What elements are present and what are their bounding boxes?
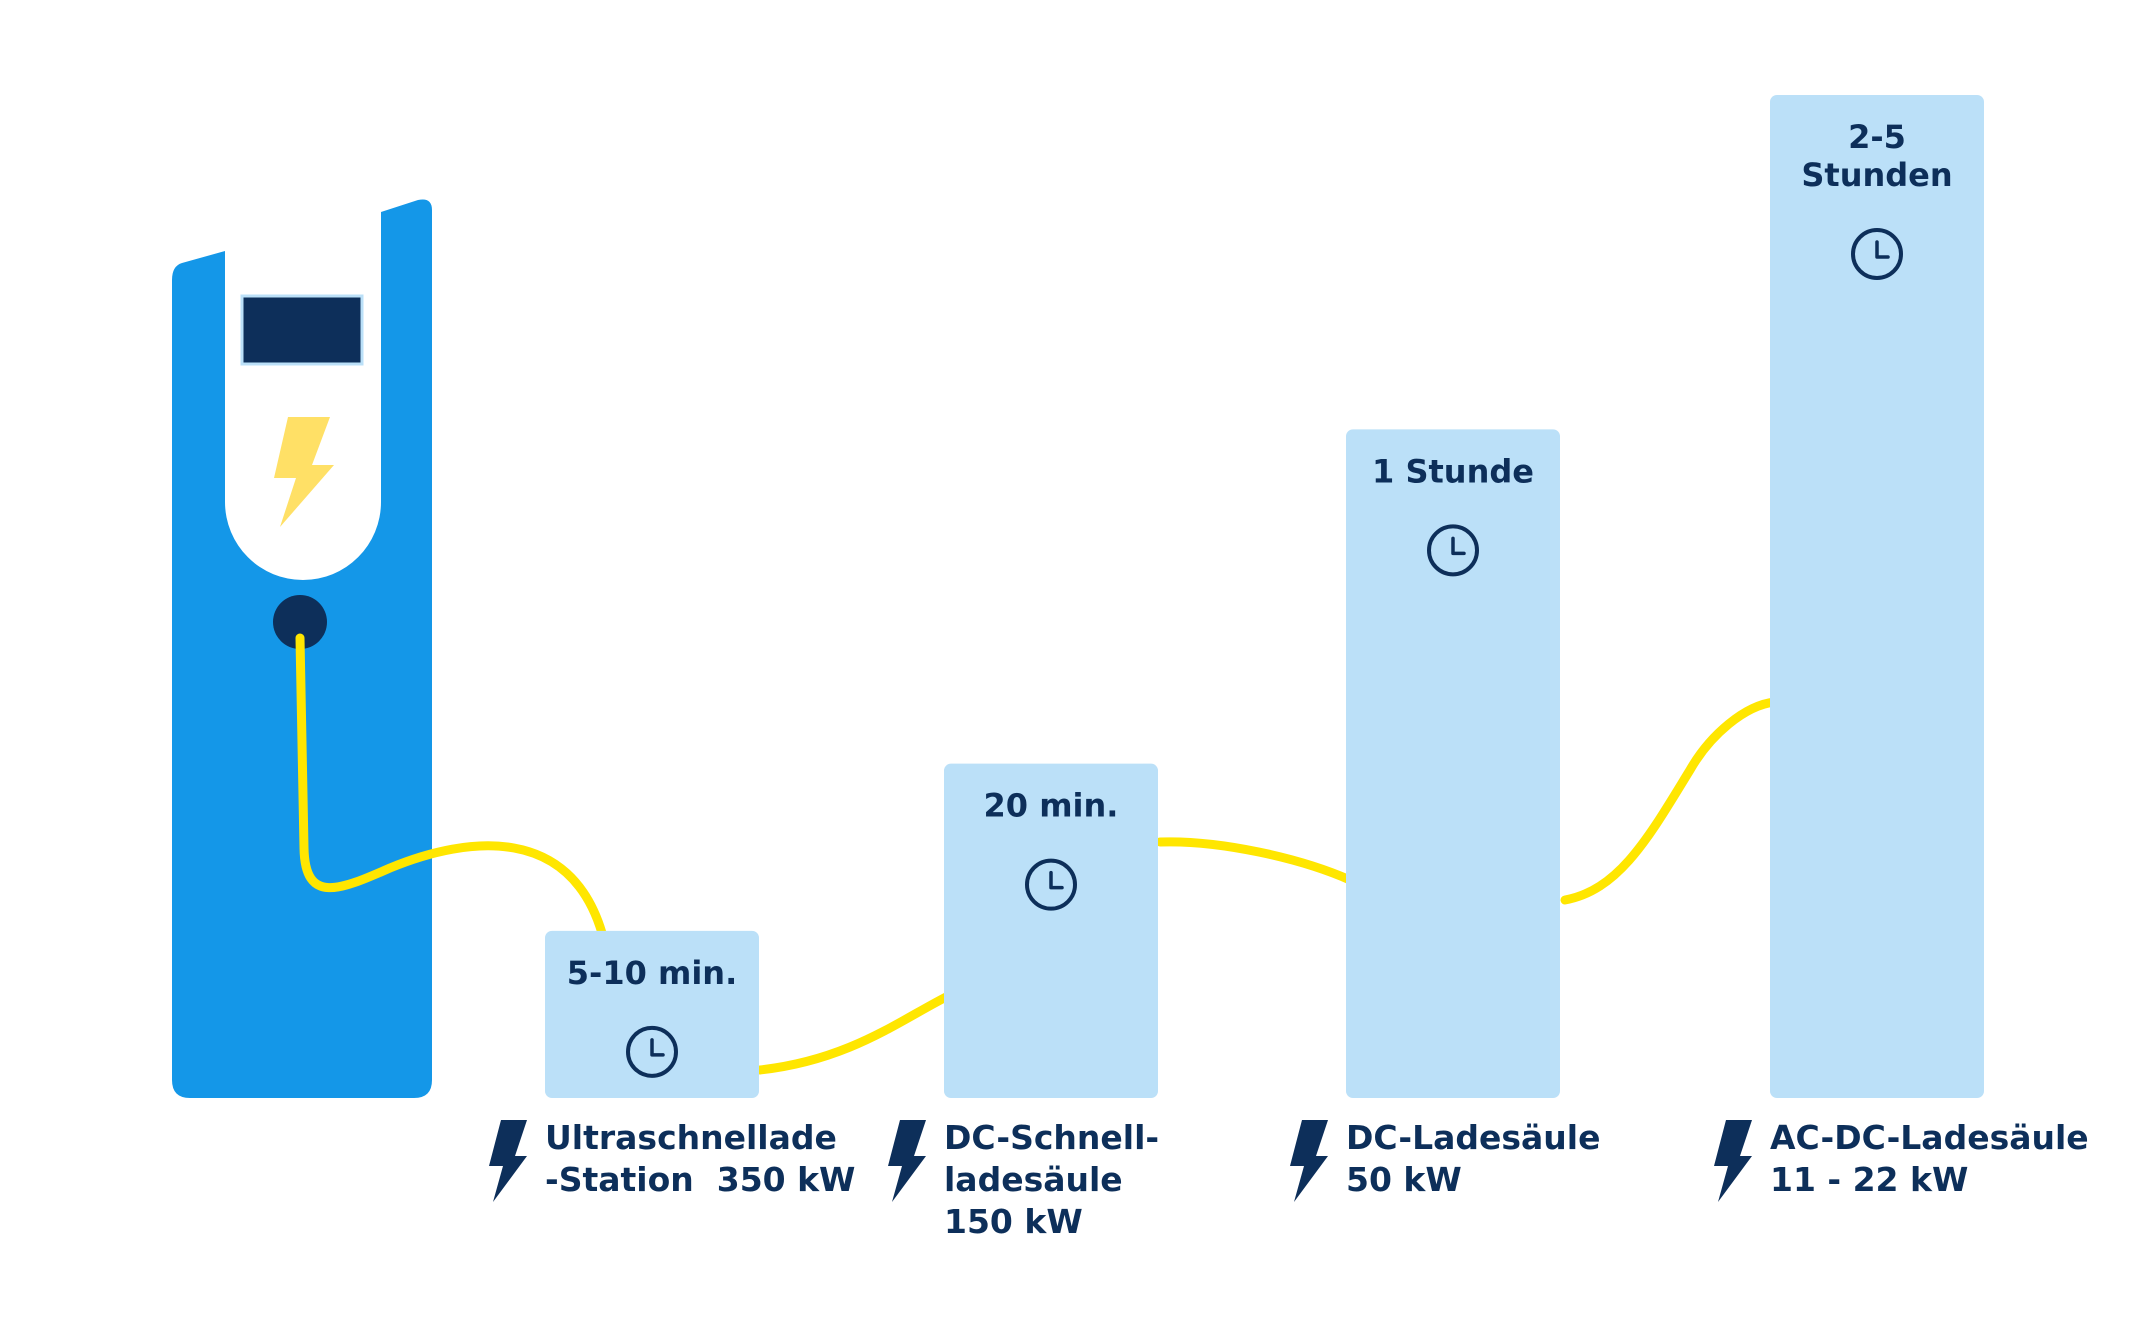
- category-label: Ultraschnellade: [545, 1118, 837, 1157]
- bar-2: [944, 763, 1158, 1098]
- bar-time-label: Stunden: [1801, 156, 1952, 194]
- category-label: 11 - 22 kW: [1770, 1160, 1968, 1199]
- category-labels-layer: Ultraschnellade-Station 350 kW DC-Schnell…: [489, 1118, 2089, 1241]
- category-label: DC-Schnell-: [944, 1118, 1159, 1157]
- lightning-bolt-icon: [1714, 1120, 1752, 1202]
- lightning-bolt-icon: [1290, 1120, 1328, 1202]
- charging-port: [273, 595, 327, 649]
- bar-time-label: 2-5: [1848, 118, 1906, 156]
- category-label: -Station 350 kW: [545, 1160, 855, 1199]
- category-label: ladesäule: [944, 1160, 1123, 1199]
- bar-3: [1346, 429, 1560, 1098]
- category-label: DC-Ladesäule: [1346, 1118, 1600, 1157]
- category-label: 150 kW: [944, 1202, 1083, 1241]
- clock-icon: [1427, 524, 1479, 577]
- bar-time-label: 20 min.: [984, 787, 1119, 825]
- bar-1: [545, 930, 759, 1098]
- lightning-bolt-icon: [489, 1120, 527, 1202]
- clock-icon: [626, 1025, 678, 1078]
- category-label: 50 kW: [1346, 1160, 1462, 1199]
- clock-icon: [1025, 858, 1077, 911]
- category-label: AC-DC-Ladesäule: [1770, 1118, 2089, 1157]
- bar-time-label: 5-10 min.: [567, 954, 737, 992]
- lightning-bolt-icon: [888, 1120, 926, 1202]
- station-display-screen: [240, 294, 364, 366]
- bar-4: [1770, 95, 1984, 1098]
- charging-cable: [295, 633, 1780, 1075]
- bar-time-label: 1 Stunde: [1372, 452, 1534, 490]
- lightning-bolt-icon: [274, 417, 334, 527]
- clock-icon: [1851, 228, 1903, 280]
